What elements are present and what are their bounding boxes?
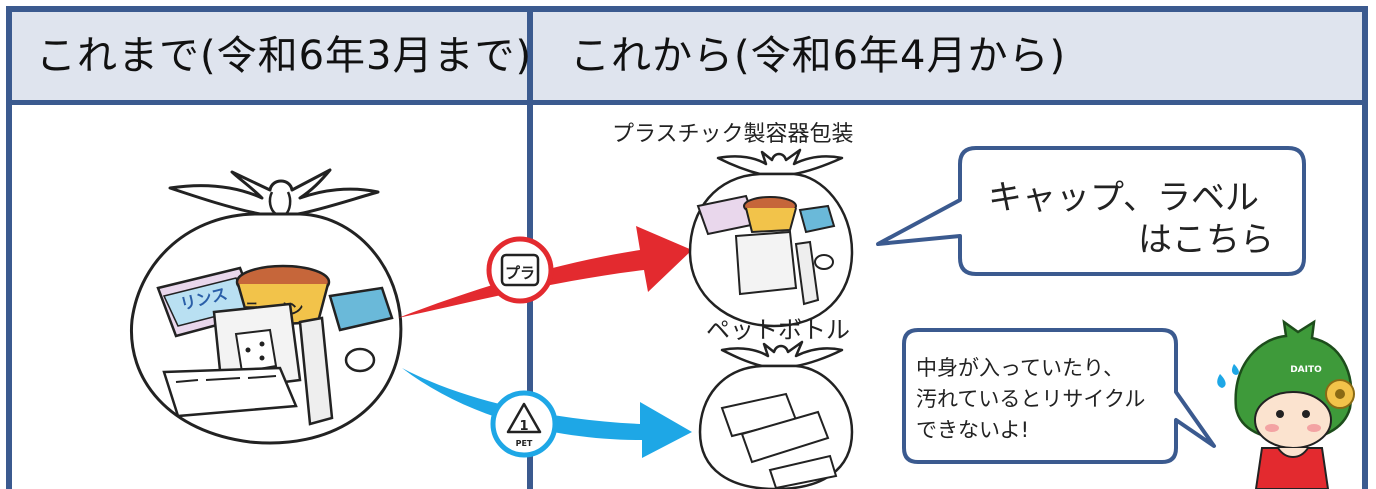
caps-bubble-line1: キャップ、ラベル bbox=[988, 178, 1259, 218]
warning-bubble bbox=[902, 328, 1216, 464]
mixed-garbage-bag: リンス ラーメン bbox=[129, 168, 403, 445]
svg-text:プラ: プラ bbox=[505, 264, 535, 282]
warning-bubble-line2: 汚れているとリサイクル bbox=[916, 387, 1146, 411]
warning-bubble-line1: 中身が入っていたり、 bbox=[916, 356, 1125, 380]
header-after: これから(令和6年4月から) bbox=[570, 33, 1067, 79]
pet-bottle-bag bbox=[698, 340, 854, 489]
daito-mascot: DAITO bbox=[1217, 319, 1355, 489]
svg-text:PET: PET bbox=[516, 439, 533, 448]
outer-border bbox=[6, 6, 1368, 489]
pla-recycle-icon: プラ bbox=[486, 236, 554, 304]
pet-recycle-icon: 1 PET bbox=[490, 390, 558, 458]
caps-labels-bubble bbox=[876, 146, 1306, 276]
svg-text:DAITO: DAITO bbox=[1290, 365, 1322, 375]
plastic-packaging-label: プラスチック製容器包装 bbox=[612, 122, 854, 147]
caps-bubble-line2: はこちら bbox=[1138, 220, 1274, 260]
pet-bottle-label: ペットボトル bbox=[706, 316, 850, 344]
blue-arrow bbox=[402, 368, 692, 458]
header-row bbox=[12, 12, 1362, 105]
header-before: これまで(令和6年3月まで) bbox=[36, 33, 533, 79]
svg-text:1: 1 bbox=[519, 419, 528, 434]
plastic-packaging-bag bbox=[688, 148, 854, 328]
warning-bubble-line3: できないよ! bbox=[916, 418, 1029, 442]
